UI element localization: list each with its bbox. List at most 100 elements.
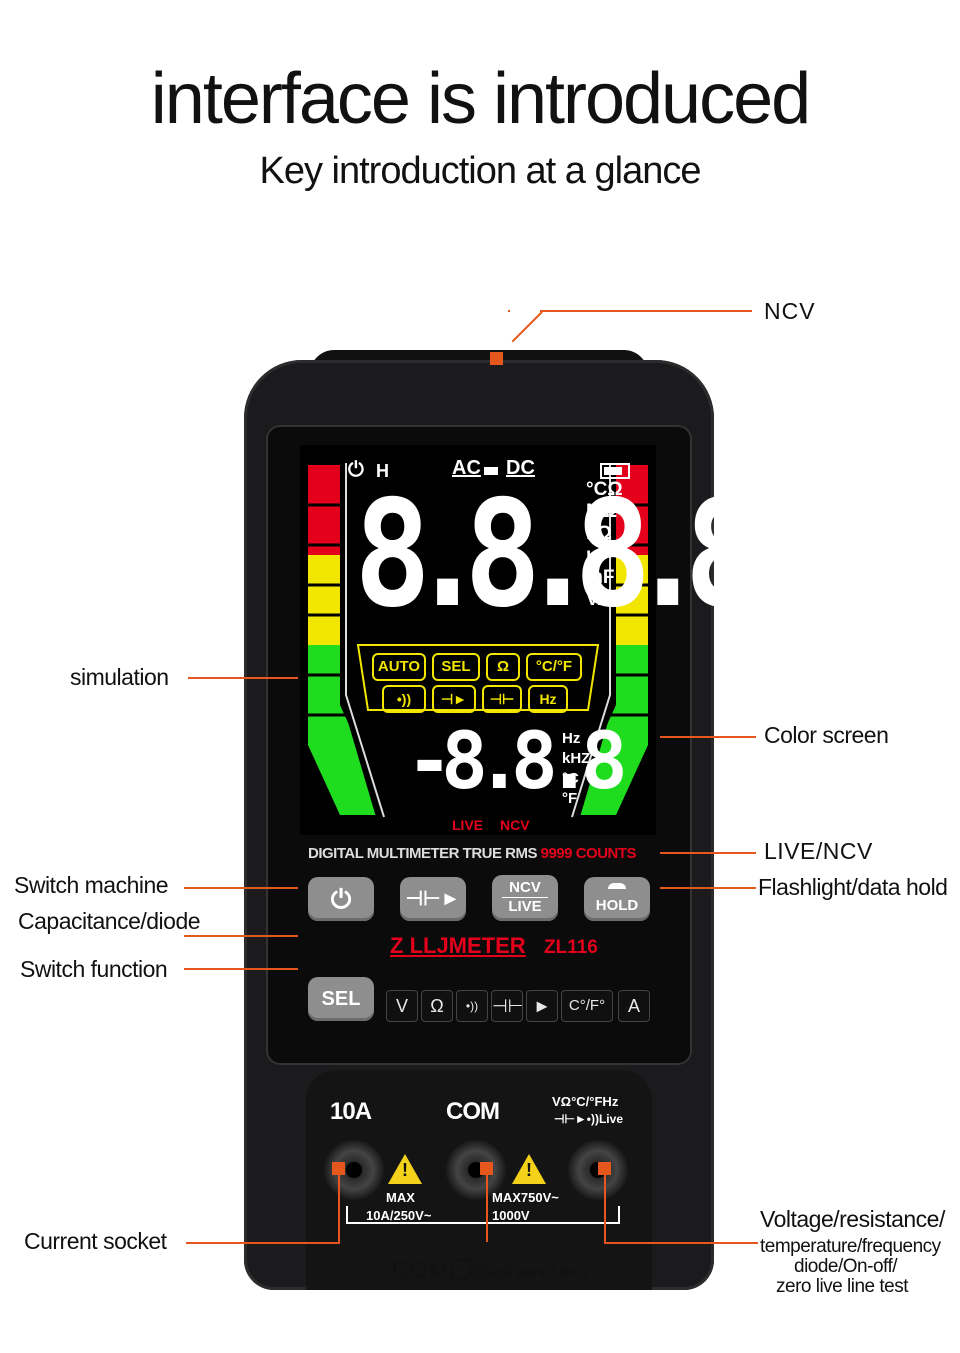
device-body: ⏻ H AC DC 8.8.8.8 °CΩ MΩ kΩ μF mF VA [244,360,761,1290]
lcd-live-indicator: LIVE [452,817,484,833]
sub-unit-khz: kHZ [562,750,591,767]
ncv-button-bottom-label: LIVE [502,897,548,916]
mode-auto: AUTO [372,653,426,681]
mode-sel: SEL [432,653,480,681]
socket-panel: 10A COM VΩ°C/°FHz ⊣⊢►•))Live ! ! MAX 10A… [306,1070,652,1290]
power-button[interactable]: ⏻ [308,877,374,921]
hold-indicator: H [376,461,389,481]
main-units: °CΩ MΩ kΩ μF mF VA [586,479,623,611]
callout-voltage-label-1: Voltage/resistance/ [760,1206,945,1232]
analog-bar-segments [308,503,648,717]
callout-switch-machine-label: Switch machine [14,872,169,898]
sub-unit-hz: Hz [562,730,581,747]
capacitance-diode-button[interactable]: ⊣⊢► [400,877,466,921]
mode-temperature: °C/°F [526,653,582,681]
battery-icon [600,463,630,479]
warning-icon-right: ! [512,1154,546,1184]
callout-switch-function-line [184,968,298,970]
model-name: ZL116 [544,937,598,958]
screen-frame: ⏻ H AC DC 8.8.8.8 °CΩ MΩ kΩ μF mF VA [266,425,761,1065]
power-status-icon: ⏻ [348,459,364,481]
warning-icon-left: ! [388,1154,422,1184]
mode-capacitance: ⊣⊢ [482,685,522,713]
sub-unit-f: °F [562,790,578,807]
lcd-graphics [308,463,648,818]
callout-voltage-line [604,1242,758,1244]
hold-button-label: HOLD [595,897,639,914]
socket-left-rating: 10A/250V~ [366,1208,432,1223]
callout-ncv-label: NCV [764,298,816,324]
callout-com-square-icon [450,1259,471,1279]
hold-button[interactable]: HOLD [584,877,650,921]
unit-megaohm: MΩ [586,501,618,522]
callout-capacitance-line [184,935,298,937]
socket-right-rating: 1000V [492,1208,530,1223]
callout-com-note: (Black pencil line) [470,1264,587,1281]
flashlight-icon [608,883,626,889]
callout-current-socket-marker [332,1162,345,1175]
callout-com-marker [480,1162,493,1175]
analog-bar-left-red [308,465,340,555]
main-reading-digits: 8.8.8.8 [354,469,761,641]
callout-com-label: COM (Black pencil line) [392,1256,587,1283]
mode-continuity: •)) [382,685,426,713]
socket-left-max: MAX [386,1190,415,1205]
function-current-icon: A [618,990,650,1022]
socket-bracket [346,1206,620,1224]
callout-ncv-line [540,310,752,312]
function-continuity-icon: •)) [456,990,488,1022]
ac-dc-separator [484,467,498,475]
callout-current-socket-riser [338,1172,340,1244]
socket-com-label: COM [446,1098,500,1125]
callout-ncv-line-joint [508,310,510,312]
callout-ncv-marker [490,352,503,365]
mode-ohm: Ω [486,653,520,681]
unit-millifarad: mF [586,567,615,588]
callout-flashlight-line [660,887,756,889]
callout-color-screen-line [660,736,756,738]
function-diode-icon: ► [526,990,558,1022]
jack-com[interactable] [446,1140,506,1200]
callout-current-socket-label: Current socket [24,1228,167,1254]
sub-unit-c: °C [562,770,579,787]
dc-indicator: DC [506,457,535,479]
callout-live-ncv-line [660,852,756,854]
brand-name: LLJMETER [409,933,526,958]
socket-v-label-top: VΩ°C/°FHz [552,1094,619,1109]
mode-diode: ⊣► [432,685,476,713]
callout-color-screen-label: Color screen [764,722,889,748]
device-banner: DIGITAL MULTIMETER TRUE RMS 9999 COUNTS [308,845,637,862]
function-voltage-icon: V [386,990,418,1022]
callout-current-socket-line [186,1242,338,1244]
unit-c-ohm: °CΩ [586,479,623,500]
mode-frequency: Hz [528,685,568,713]
socket-right-max: MAX750V~ [492,1190,559,1205]
function-capacitance-icon: ⊣⊢ [491,990,523,1022]
page-title: interface is introduced [150,59,811,139]
sel-button[interactable]: SEL [308,977,374,1021]
callout-voltage-label-3: diode/On-off/ [794,1256,898,1277]
callout-com-riser [486,1172,488,1242]
ncv-live-button[interactable]: NCV LIVE [492,875,558,921]
multimeter-device: ⏻ H AC DC 8.8.8.8 °CΩ MΩ kΩ μF mF VA [244,350,761,1290]
ncv-button-top-label: NCV [509,879,541,896]
unit-microfarad: μF [586,545,610,566]
callout-com-text: COM [392,1256,449,1282]
callout-voltage-marker [598,1162,611,1175]
callout-simulation-label: simulation [70,664,169,690]
page-subtitle: Key introduction at a glance [259,150,702,192]
callout-live-ncv-label: LIVE/NCV [764,838,873,864]
lcd-color-screen: ⏻ H AC DC 8.8.8.8 °CΩ MΩ kΩ μF mF VA [300,445,761,835]
banner-counts: 9999 COUNTS [540,845,637,862]
lcd-ncv-indicator: NCV [500,817,530,833]
callout-voltage-label-2: temperature/frequency [760,1236,941,1257]
banner-text: DIGITAL MULTIMETER TRUE RMS [308,845,537,862]
sub-units: Hz kHZ °C °F [562,729,590,809]
unit-volt-amp: VA [586,589,611,610]
callout-flashlight-label: Flashlight/data hold [758,874,948,900]
function-ohm-icon: Ω [421,990,453,1022]
brand-logo: Z LLJMETER [390,933,526,958]
callout-switch-function-label: Switch function [20,956,168,982]
callout-capacitance-label: Capacitance/diode [18,908,201,934]
ac-indicator: AC [452,457,481,479]
